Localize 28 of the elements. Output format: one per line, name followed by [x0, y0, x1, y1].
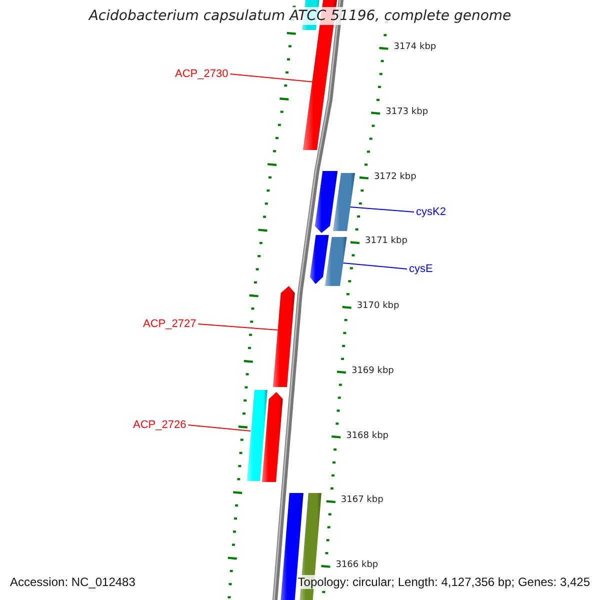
scale-label: 3173 kbp	[386, 106, 428, 117]
scale-label: 3171 kbp	[365, 236, 408, 246]
gene-label: ACP_2727	[143, 318, 196, 330]
scale-label: 3167 kbp	[340, 495, 384, 506]
gene-feature	[314, 171, 338, 233]
gene-feature	[332, 173, 355, 231]
genome-summary-text: Topology: circular; Length: 4,127,356 bp; Genes: 3,425	[298, 575, 590, 589]
gene-label: ACP_2730	[175, 68, 228, 80]
gene-label: cysK2	[416, 206, 446, 218]
gene-label: ACP_2726	[133, 419, 186, 431]
accession-text: Accession: NC_012483	[10, 575, 136, 589]
leader-line	[188, 424, 252, 432]
gene-feature	[246, 390, 267, 481]
scale-label: 3169 kbp	[351, 366, 394, 376]
gene-feature	[262, 392, 284, 482]
scale-label: 3172 kbp	[374, 172, 416, 182]
scale-label: 3168 kbp	[346, 430, 389, 440]
gene-feature	[273, 286, 296, 387]
leader-line	[230, 74, 314, 82]
gene-feature	[324, 237, 347, 286]
leader-line	[198, 324, 278, 330]
leader-line	[349, 206, 414, 212]
scale-label: 3174 kbp	[394, 42, 436, 52]
gene-label: cysE	[409, 263, 433, 275]
gene-feature	[309, 235, 329, 284]
leader-line	[342, 262, 408, 270]
scale-label: 3166 kbp	[336, 560, 378, 570]
scale-label: 3170 kbp	[356, 301, 400, 311]
